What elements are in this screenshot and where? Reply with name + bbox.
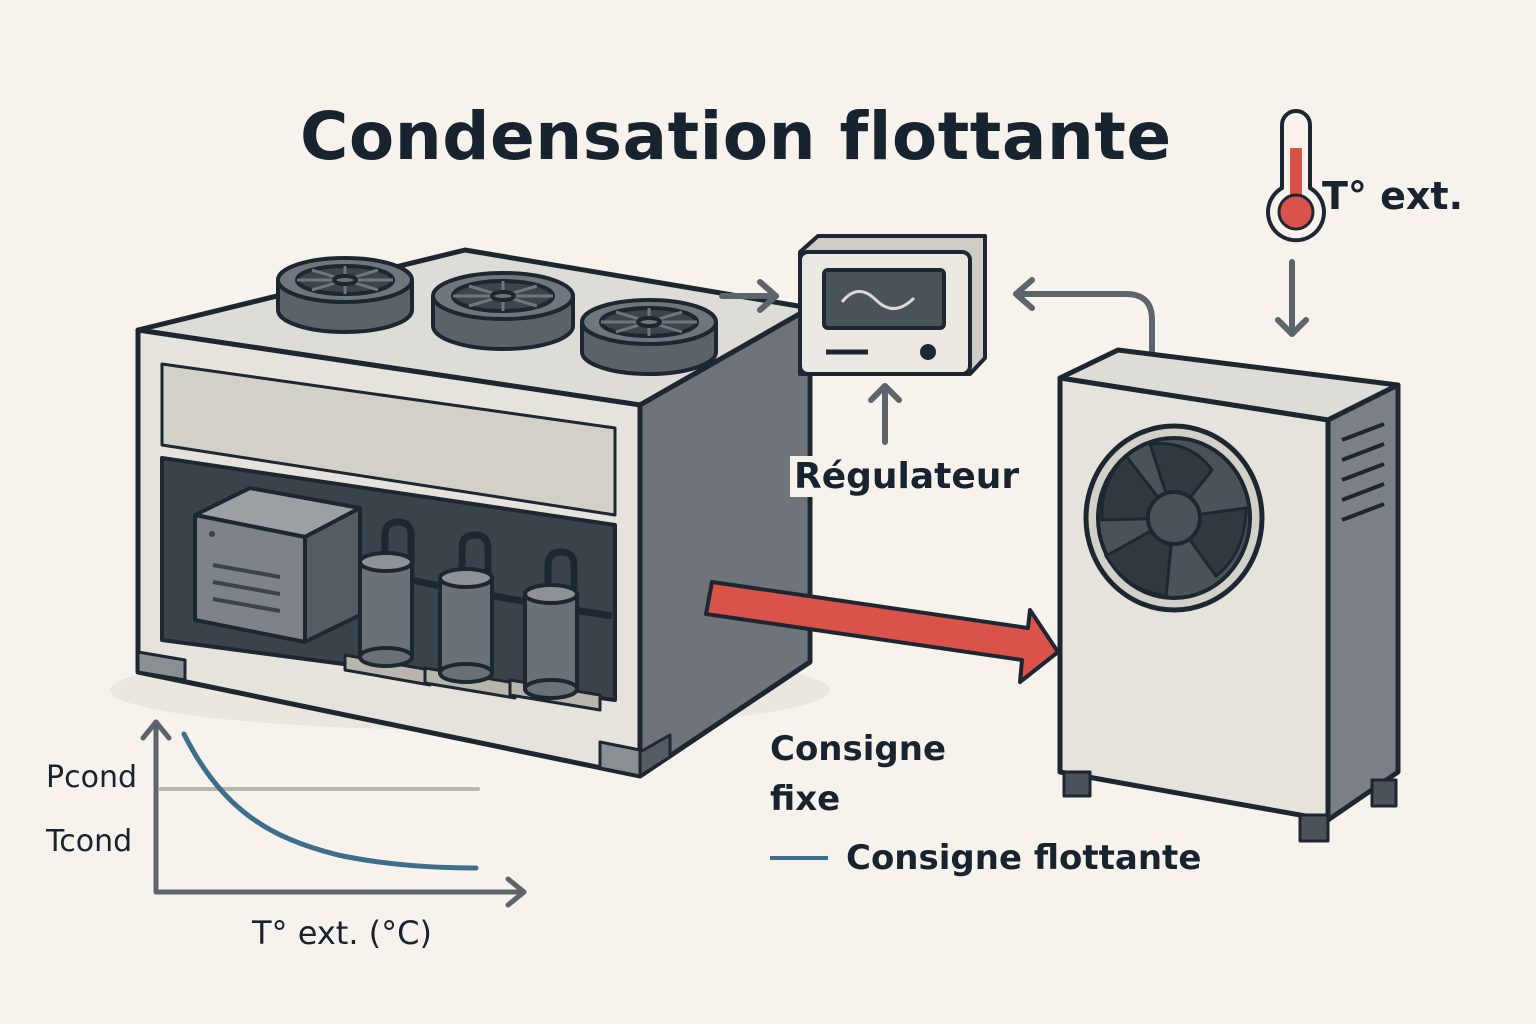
y-axis — [140, 719, 172, 895]
thermometer-icon — [1266, 109, 1326, 243]
compressor-2 — [438, 567, 494, 684]
floating-setpoint-legend: Consigne flottante — [770, 838, 1201, 878]
arrow-outdoor-to-regulator — [1013, 277, 1155, 363]
page-title: Condensation flottante — [300, 98, 1172, 175]
y-axis-label-pressure: Pcond — [46, 760, 137, 795]
arrow-thermometer-down — [1275, 259, 1309, 337]
fan-icon-1 — [276, 256, 414, 334]
floating-legend-swatch — [770, 856, 828, 860]
fan-icon-2 — [431, 271, 575, 351]
signal-arrows — [719, 259, 1309, 445]
arrow-unit-to-regulator — [719, 279, 779, 313]
outdoor-fan-icon — [1083, 423, 1265, 613]
y-axis-label-temperature: Tcond — [46, 824, 133, 859]
floating-setpoint-curve — [181, 731, 479, 871]
fan-icon-3 — [580, 298, 718, 376]
setpoint-graph — [140, 719, 527, 908]
x-axis — [153, 876, 527, 908]
condenser-fans — [276, 256, 718, 376]
regulator-device — [798, 234, 987, 376]
regulator-label: Régulateur — [790, 456, 1024, 497]
x-axis-label: T° ext. (°C) — [252, 914, 432, 952]
fixed-setpoint-label: Consigne fixe — [770, 729, 947, 819]
inner-components — [193, 486, 613, 712]
compressor-3 — [523, 583, 579, 700]
floating-setpoint-label: Consigne flottante — [846, 838, 1202, 878]
compressor-1 — [358, 551, 414, 668]
outdoor-temperature-label: T° ext. — [1322, 174, 1464, 218]
refrigerant-pipe-arrow — [704, 580, 1060, 684]
arrow-label-to-regulator — [868, 383, 902, 445]
outdoor-unit — [1057, 347, 1401, 843]
